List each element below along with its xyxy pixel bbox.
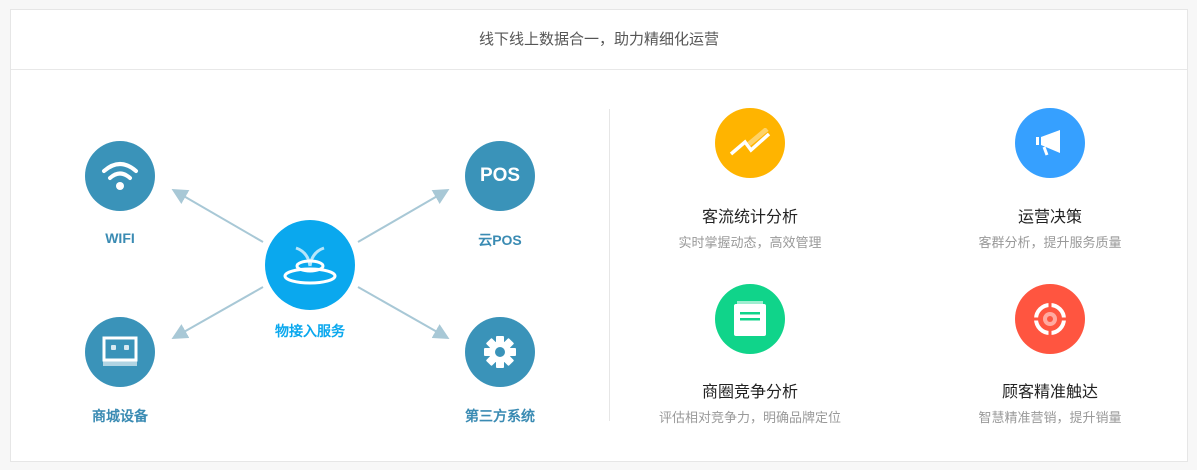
feature-title: 客流统计分析: [701, 209, 798, 226]
feature-subtitle: 实时掌握动态，高效管理: [678, 235, 822, 250]
pos-icon: POS: [465, 141, 535, 211]
node-label-device: 商城设备: [92, 408, 148, 424]
feature-title: 运营决策: [1017, 209, 1082, 226]
trend-icon: [715, 108, 785, 178]
node-label-third-party: 第三方系统: [465, 408, 535, 424]
megaphone-icon: [1015, 108, 1085, 178]
feature-title: 顾客精准触达: [1001, 384, 1098, 401]
arrows: [171, 188, 450, 339]
target-icon: [1015, 284, 1085, 354]
feature-subtitle: 评估相对竞争力，明确品牌定位: [658, 410, 841, 425]
center-label: 物接入服务: [275, 323, 345, 339]
arrow-third-party: [357, 286, 450, 339]
arrow-wifi: [171, 188, 264, 243]
wifi-icon: [85, 141, 155, 211]
feature-subtitle: 智慧精准营销，提升销量: [978, 410, 1122, 425]
gear-icon: [465, 317, 535, 387]
arrow-device: [171, 286, 264, 339]
device-icon: [85, 317, 155, 387]
node-label-pos: 云POS: [478, 232, 522, 248]
section-title: 线下线上数据合一，助力精细化运营: [11, 10, 1187, 70]
feature-subtitle: 客群分析，提升服务质量: [978, 235, 1122, 250]
divider: [609, 109, 610, 421]
arrow-pos: [357, 188, 450, 243]
feature-card: 线下线上数据合一，助力精细化运营 物接入服务 WIFI POS 云POS 商城设…: [10, 9, 1188, 462]
antenna-ring-icon: [265, 220, 355, 310]
document-icon: [715, 284, 785, 354]
node-label-wifi: WIFI: [105, 230, 135, 246]
feature-title: 商圈竞争分析: [701, 384, 798, 401]
